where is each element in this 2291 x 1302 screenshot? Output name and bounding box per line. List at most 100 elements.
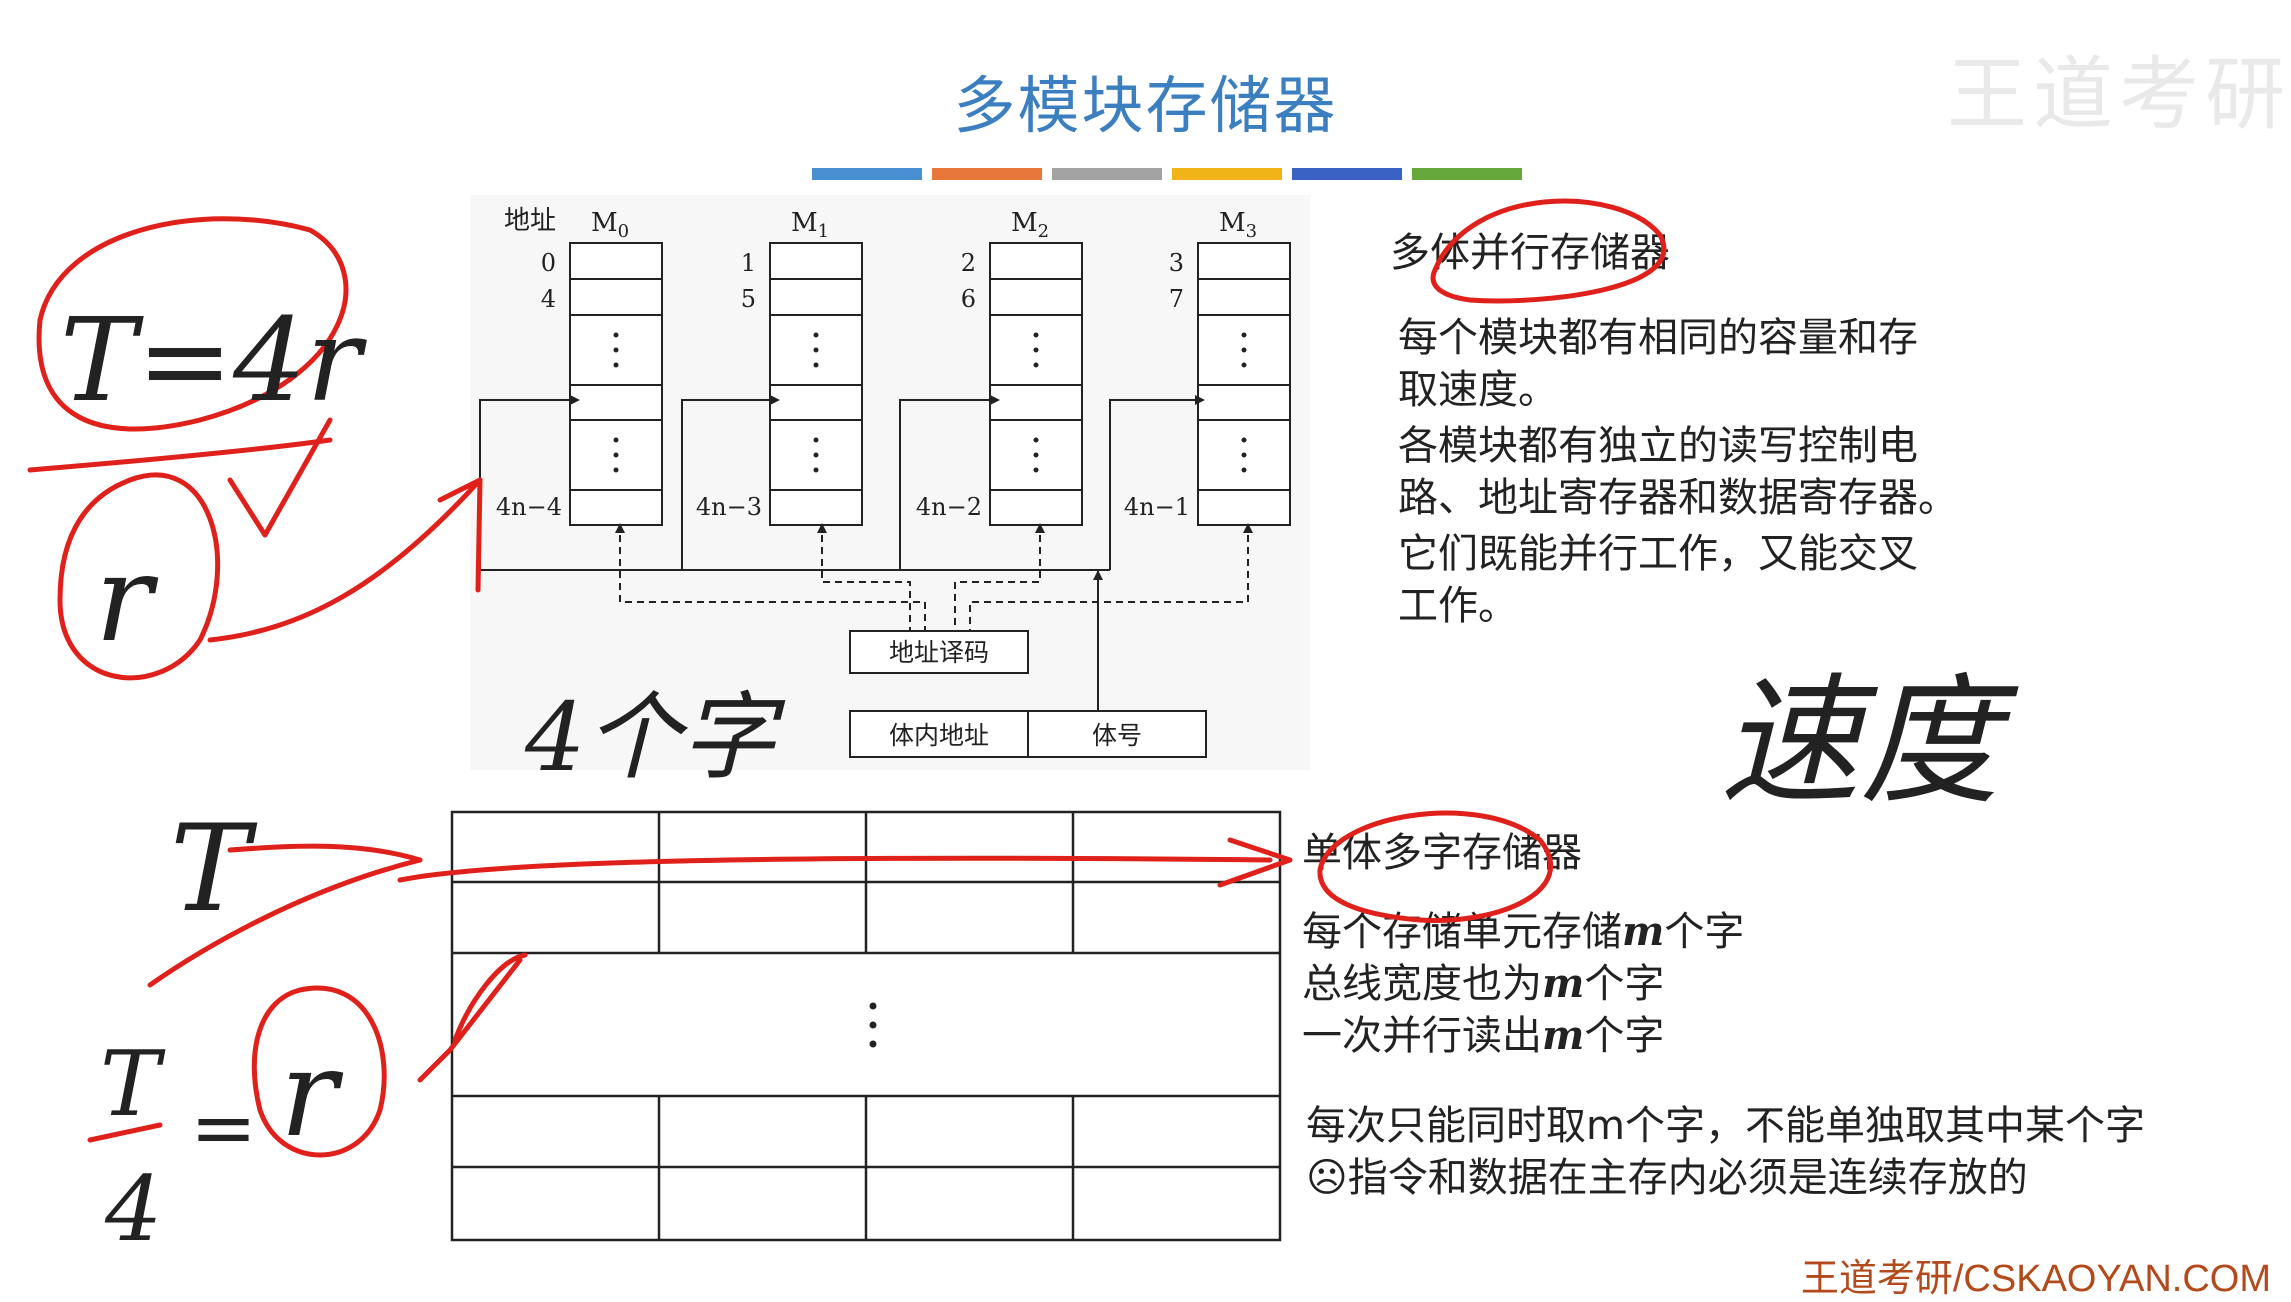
- memory-module-2: [989, 242, 1083, 526]
- single-bank-grid: [450, 810, 1282, 1242]
- title-bar-segment: [812, 168, 922, 180]
- address-second: 7: [1169, 285, 1184, 313]
- address-second: 4: [541, 285, 556, 313]
- address-second: 5: [741, 285, 756, 313]
- intra-address-box: [849, 710, 1029, 758]
- ink-frac-num: T: [100, 1032, 166, 1137]
- ink-arrow-t: [227, 843, 423, 863]
- ellipsis-dot: [813, 362, 819, 368]
- single-description: 每个存储单元存储m个字总线宽度也为m个字一次并行读出m个字: [1302, 906, 1744, 1062]
- title-bar-segment: [1292, 168, 1402, 180]
- ellipsis-dot: [613, 452, 619, 458]
- module-subscript: 0: [618, 221, 629, 242]
- ink-circle-parallel: [1430, 198, 1667, 304]
- title-bar-segment: [1172, 168, 1282, 180]
- ink-arrowhead-1: [437, 477, 483, 593]
- select-lines: [619, 535, 1249, 631]
- ink-t-eq: T=4r: [60, 294, 367, 428]
- ellipsis-dot: [1241, 362, 1247, 368]
- ink-check-tail: [452, 952, 528, 1043]
- parallel-description: 每个模块都有相同的容量和存取速度。各模块都有独立的读写控制电路、地址寄存器和数据…: [1398, 312, 1958, 632]
- ellipsis-dot: [1241, 452, 1247, 458]
- ink-frac-den: 4: [104, 1157, 162, 1262]
- parallel-line: 每个模块都有相同的容量和存: [1398, 315, 1918, 361]
- ellipsis-dot: [813, 347, 819, 353]
- ellipsis-dot: [1033, 452, 1039, 458]
- address-last: 4n−1: [1124, 493, 1190, 521]
- title-bar-segment: [1052, 168, 1162, 180]
- single-line-post: 个字: [1664, 909, 1745, 955]
- ink-line-across: [397, 855, 1273, 883]
- module-subscript: 3: [1246, 221, 1257, 242]
- ellipsis-dot: [1241, 332, 1247, 338]
- note-line: ☹指令和数据在主存内必须是连续存放的: [1306, 1155, 2028, 1201]
- ellipsis-dot: [813, 452, 819, 458]
- ellipsis-dot: [613, 362, 619, 368]
- ellipsis-dot: [613, 332, 619, 338]
- ellipsis-dot: [813, 467, 819, 473]
- module-subscript: 1: [818, 221, 829, 242]
- ellipsis-dot: [813, 332, 819, 338]
- single-line-m: m: [1542, 1012, 1585, 1059]
- single-line-m: m: [1542, 960, 1585, 1007]
- memory-module-1: [769, 242, 863, 526]
- watermark-logo: 王道考研: [1947, 48, 2291, 141]
- ellipsis-dot: [1241, 347, 1247, 353]
- ink-stroke-t: [147, 857, 423, 988]
- ink-fraction-bar: [87, 1122, 163, 1143]
- ink-underline: [27, 437, 333, 473]
- ink-r2: r: [280, 1025, 344, 1164]
- ink-t-big: T: [170, 800, 258, 939]
- parallel-line: 取速度。: [1398, 367, 1558, 413]
- address-first: 1: [741, 249, 756, 277]
- address-last: 4n−2: [916, 493, 982, 521]
- intra-address-label: 体内地址: [889, 721, 989, 750]
- single-line-post: 个字: [1584, 961, 1665, 1007]
- memory-module-3: [1197, 242, 1291, 526]
- address-first: 2: [961, 249, 976, 277]
- ink-check-2: [417, 957, 523, 1083]
- ink-oval-t4r: [36, 216, 349, 432]
- address-last: 4n−3: [696, 493, 762, 521]
- address-header: 地址: [504, 206, 556, 236]
- address-bus: [479, 399, 1195, 711]
- single-line-pre: 总线宽度也为: [1302, 961, 1542, 1007]
- slide-title: 多模块存储器: [953, 69, 1338, 142]
- ellipsis-dot: [1033, 467, 1039, 473]
- address-first: 3: [1169, 249, 1184, 277]
- ellipsis-dot: [613, 347, 619, 353]
- note-line: 每次只能同时取m个字，不能单独取其中某个字: [1306, 1103, 2145, 1149]
- address-first: 0: [541, 249, 556, 277]
- ink-arrowhead-2: [1217, 837, 1293, 888]
- address-second: 6: [961, 285, 976, 313]
- ink-arrow-1: [207, 477, 483, 643]
- bank-number-label: 体号: [1092, 721, 1142, 750]
- ellipsis-dot: [813, 437, 819, 443]
- single-line-post: 个字: [1584, 1013, 1665, 1059]
- address-bus-arrows: [570, 395, 1205, 580]
- single-notes: 每次只能同时取m个字，不能单独取其中某个字 ☹指令和数据在主存内必须是连续存放的: [1306, 1100, 2145, 1204]
- grid-ellipsis: [869, 1002, 877, 1048]
- parallel-line: 工作。: [1398, 583, 1518, 629]
- ellipsis-dot: [1033, 437, 1039, 443]
- ink-four-words: 4个字: [524, 683, 785, 793]
- ellipsis-dot: [1033, 362, 1039, 368]
- decoder-box: [849, 630, 1029, 674]
- ink-circle-r2: [251, 985, 387, 1158]
- ink-r: r: [95, 530, 159, 669]
- ellipsis-dot: [613, 437, 619, 443]
- memory-module-0: [569, 242, 663, 526]
- ink-check-1: [227, 417, 333, 538]
- bank-number-box: [1027, 710, 1207, 758]
- decoder-label: 地址译码: [889, 638, 989, 667]
- parallel-line: 路、地址寄存器和数据寄存器。: [1398, 475, 1958, 521]
- ink-frac-eq: =: [190, 1081, 257, 1174]
- title-bar-segment: [932, 168, 1042, 180]
- ellipsis-dot: [1241, 437, 1247, 443]
- single-line-m: m: [1622, 908, 1665, 955]
- ellipsis-dot: [1033, 332, 1039, 338]
- ink-circle-multiword: [1317, 810, 1554, 923]
